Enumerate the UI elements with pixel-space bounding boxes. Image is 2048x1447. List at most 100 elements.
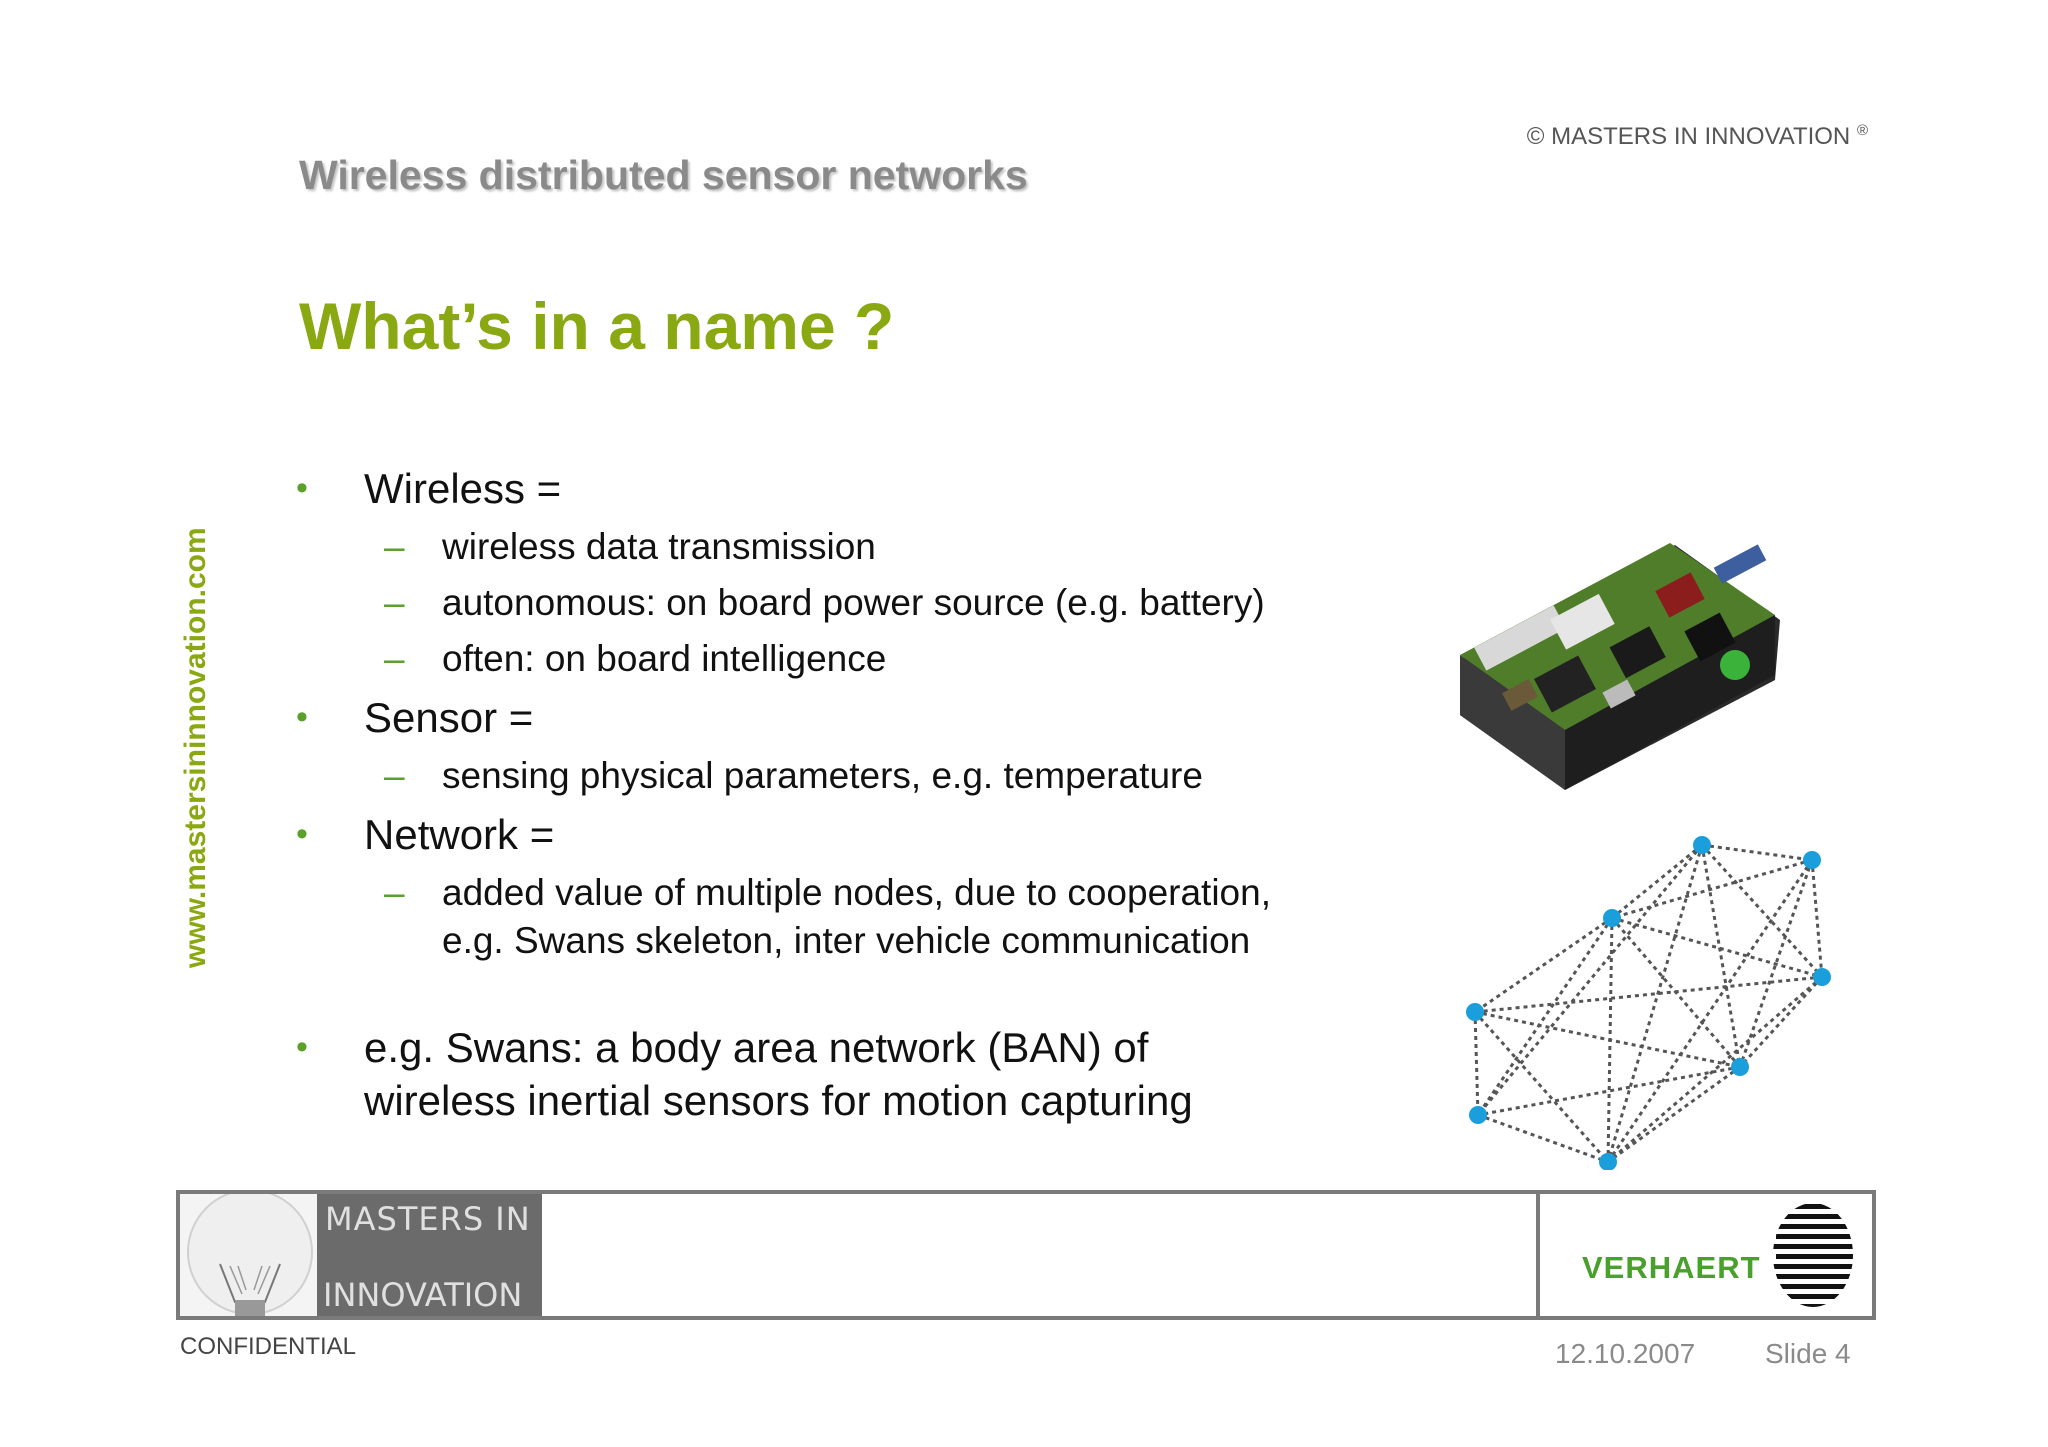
footer-divider [1536,1190,1540,1320]
globe-stripe [1776,1214,1853,1219]
network-edge [1477,1113,1609,1164]
network-edge [1701,843,1813,862]
network-node [1693,836,1711,854]
bullet-example: • e.g. Swans: a body area network (BAN) … [296,1021,1396,1127]
bullet-dot: • [296,469,308,507]
bullet-wireless: • Wireless = [296,462,1396,515]
verhaert-globe-logo [1773,1203,1853,1307]
bullet-label: Wireless = [364,465,562,512]
chip [1609,626,1666,679]
network-edge [1700,844,1742,1068]
sub-bullet-dash: – [384,526,405,567]
slide-number: Slide 4 [1765,1338,1851,1369]
light-bulb-icon [180,1194,317,1316]
globe-stripe [1773,1264,1853,1269]
masters-in-innovation-logo: MASTERS IN INNOVATION [317,1194,542,1316]
network-edge [1477,1065,1741,1117]
connector [1474,605,1566,671]
network-edge [1474,916,1613,1014]
sub-bullet-dash: – [384,872,405,913]
bullet-list: • Wireless = – wireless data transmissio… [296,462,1396,1127]
globe-stripe [1776,1274,1853,1279]
globe-stripe [1776,1294,1853,1299]
network-node [1731,1058,1749,1076]
globe-stripe [1773,1284,1853,1289]
network-edge [1611,858,1813,920]
globe-stripe [1773,1204,1853,1209]
sub-bullet: – sensing physical parameters, e.g. temp… [296,752,1396,800]
sub-bullet-text: e.g. Swans skeleton, inter vehicle commu… [442,920,1251,961]
antenna-label [1713,544,1767,584]
network-edge [1738,975,1824,1069]
globe-stripes [1773,1203,1853,1307]
network-node [1813,968,1831,986]
mesh-network-diagram [1466,836,1831,1170]
globe-stripe [1773,1224,1853,1229]
chip-red [1655,572,1705,618]
sub-bullet-text: often: on board intelligence [442,638,887,679]
globe-stripe [1776,1234,1853,1239]
bullet-dot: • [296,1028,308,1066]
logo-line-1: MASTERS IN [325,1200,531,1238]
globe-stripe [1773,1244,1853,1249]
bullet-dot: • [296,815,308,853]
light-bulb-graphic [187,1194,313,1316]
component [1602,679,1636,709]
slide-title: What’s in a name ? [299,289,895,363]
network-edge [1606,844,1704,1163]
sub-bullet-dash: – [384,582,405,623]
network-edge [1473,1011,1480,1116]
network-node [1599,1153,1617,1170]
green-badge [1720,650,1750,680]
sub-bullet-continuation: e.g. Swans skeleton, inter vehicle commu… [296,917,1396,965]
slide-date: 12.10.2007 [1555,1338,1696,1369]
network-edge [1476,844,1704,1116]
network-node [1469,1106,1487,1124]
network-edge [1611,843,1703,920]
sub-bullet: – often: on board intelligence [296,635,1396,683]
verhaert-wordmark: VERHAERT [1582,1250,1761,1285]
network-edge [1607,1065,1741,1164]
bullet-text-line: e.g. Swans: a body area network (BAN) of [364,1024,1149,1071]
sub-bullet-dash: – [384,755,405,796]
bullet-network: • Network = [296,808,1396,861]
component [1502,679,1538,711]
network-nodes [1466,836,1831,1170]
logo-line-2: INNOVATION [323,1276,523,1314]
bullet-dot: • [296,698,308,736]
chip [1534,655,1596,713]
network-node [1603,909,1621,927]
network-edge [1474,1010,1741,1069]
sensor-board-photo [1460,543,1780,790]
registered-mark: ® [1856,122,1868,139]
bullet-label: Network = [364,811,555,858]
sub-bullet-dash: – [384,638,405,679]
network-edge [1607,975,1823,1164]
copyright-text: © MASTERS IN INNOVATION [1526,123,1851,150]
section-title: Wireless distributed sensor networks [299,152,1028,198]
sub-bullet: – added value of multiple nodes, due to … [296,869,1396,917]
chip-white [1550,593,1615,650]
bullet-sensor: • Sensor = [296,691,1396,744]
sub-bullet-text: autonomous: on board power source (e.g. … [442,582,1265,623]
confidential-label: CONFIDENTIAL [180,1333,357,1360]
sub-bullet-text: sensing physical parameters, e.g. temper… [442,755,1203,796]
network-node [1466,1003,1484,1021]
network-edge [1700,843,1824,979]
network-edge [1606,859,1814,1163]
network-edge [1810,859,1824,978]
sub-bullet-text: added value of multiple nodes, due to co… [442,872,1271,913]
sub-bullet-text: wireless data transmission [442,526,876,567]
bullet-label: Sensor = [364,694,534,741]
side-url-link[interactable]: www.mastersininnovation.com [179,527,212,968]
network-edges [1473,843,1824,1164]
sub-bullet: – wireless data transmission [296,523,1396,571]
board-side [1460,655,1565,790]
bullet-text-line: wireless inertial sensors for motion cap… [364,1077,1193,1124]
chip [1684,612,1736,662]
globe-stripe [1776,1254,1853,1259]
network-node [1803,851,1821,869]
network-edge [1473,1011,1610,1163]
sub-bullet: – autonomous: on board power source (e.g… [296,579,1396,627]
network-edge [1476,917,1614,1116]
